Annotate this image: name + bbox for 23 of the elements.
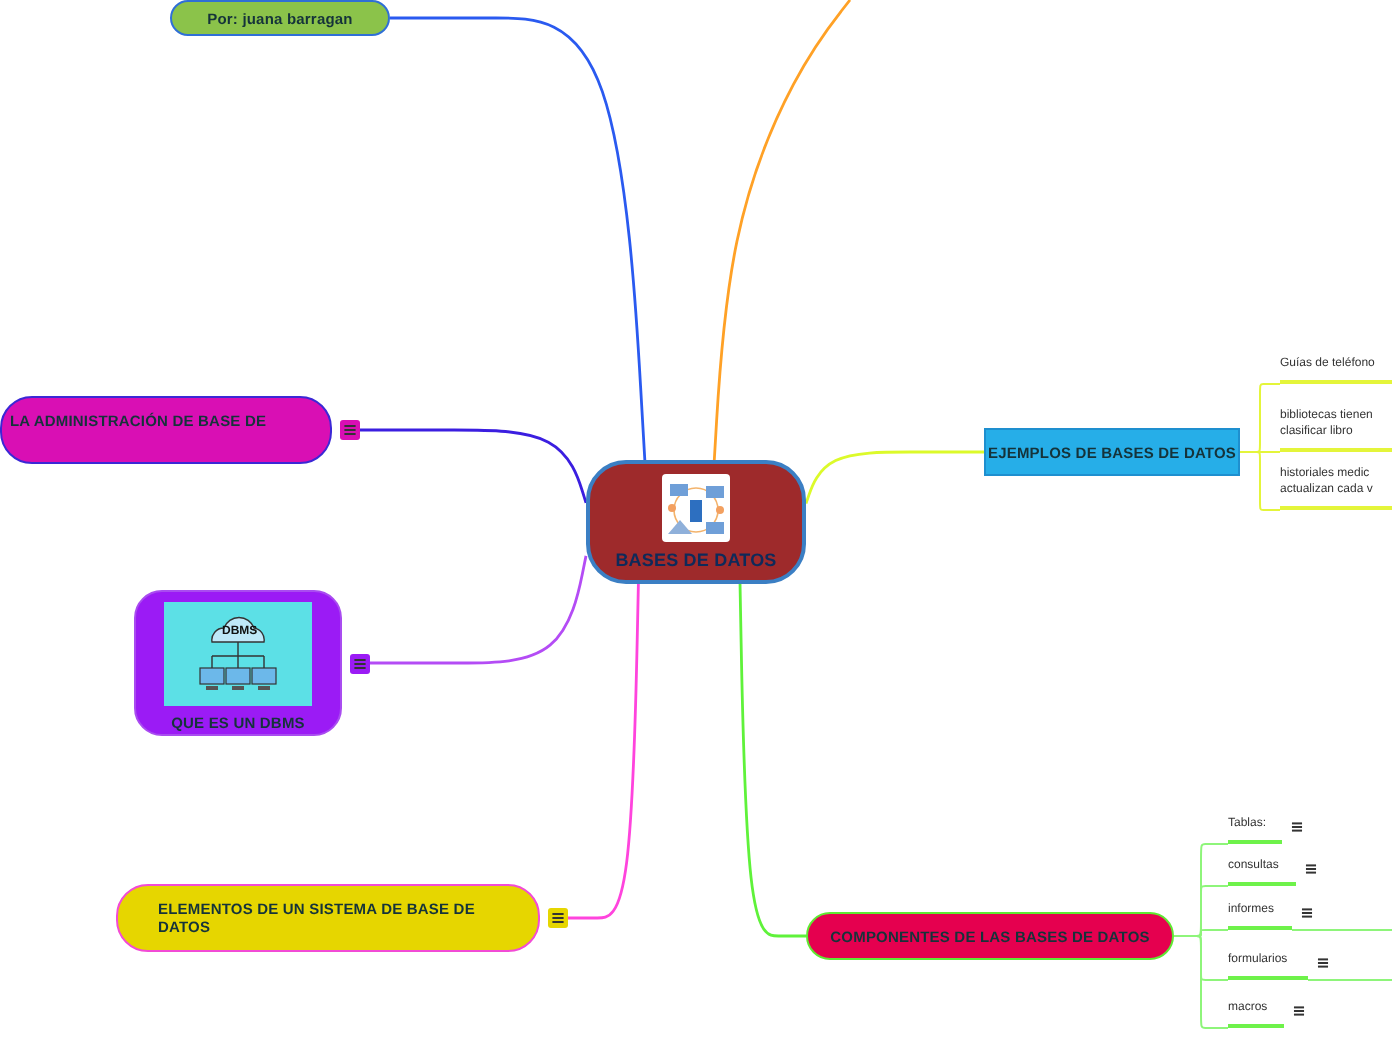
topic-pill xyxy=(0,396,332,464)
central-topic xyxy=(586,460,806,584)
topic-pill xyxy=(116,884,540,952)
branch-line xyxy=(390,16,647,461)
branch-line xyxy=(712,0,852,461)
topic-pill xyxy=(806,912,1174,960)
branch-line xyxy=(804,450,984,504)
branch-line xyxy=(1239,451,1281,511)
topic-title: BASES DE DATOS xyxy=(615,550,777,570)
topic-box xyxy=(984,428,1240,476)
topic-pill xyxy=(170,0,390,36)
branch-line xyxy=(1307,979,1392,981)
subtopic-underline xyxy=(1228,998,1284,1028)
subtopic-underline xyxy=(1228,814,1282,844)
branch-line xyxy=(370,555,588,665)
branch-line xyxy=(738,583,806,938)
topic-card xyxy=(134,590,342,736)
branch-line xyxy=(360,428,588,504)
subtopic-underline xyxy=(1228,900,1292,930)
subtopic-underline xyxy=(1228,950,1308,980)
branch-line xyxy=(1291,929,1392,931)
subtopic-underline xyxy=(1228,856,1296,886)
branch-line xyxy=(568,583,640,920)
